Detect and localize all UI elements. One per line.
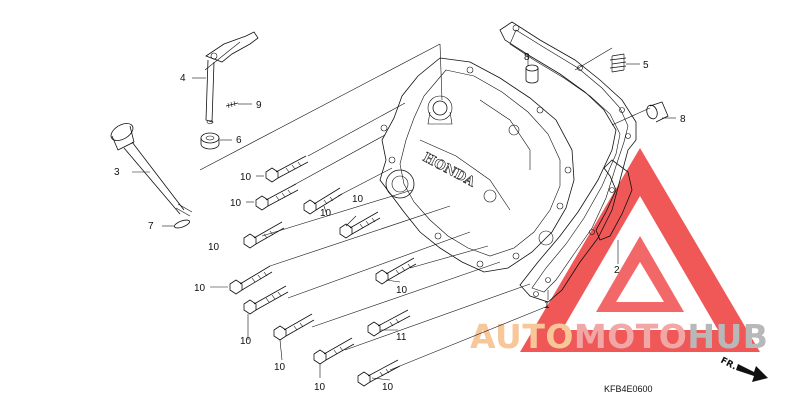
bolt-1 [265, 155, 309, 183]
callout-10-c: 10 [320, 208, 332, 219]
callout-8-right: 8 [680, 114, 686, 125]
callout-3: 3 [114, 167, 120, 178]
callout-10-i: 10 [274, 362, 286, 373]
callout-1: 1 [544, 300, 550, 311]
spring-pin-part[interactable] [225, 100, 239, 109]
spring-part[interactable] [609, 53, 627, 73]
watermark-auto: AUTO [470, 317, 574, 356]
dowel-pin-upper[interactable] [525, 64, 539, 84]
watermark-moto: MOTO [574, 317, 687, 356]
callout-leaders [132, 56, 676, 381]
callout-10-j: 10 [314, 382, 326, 393]
callout-4: 4 [180, 73, 186, 84]
callout-10-d: 10 [352, 194, 364, 205]
front-arrow-icon [736, 364, 768, 382]
oil-level-gauge-part[interactable] [108, 120, 193, 217]
bolt-6 [229, 265, 273, 295]
oil-seal-part[interactable] [200, 132, 220, 150]
bolts[interactable] [229, 155, 417, 387]
front-direction-indicator: FR. [719, 356, 768, 382]
callout-11: 11 [396, 332, 407, 343]
oil-pass-gasket-part[interactable] [595, 159, 633, 241]
callout-10-b: 10 [230, 198, 242, 209]
callout-10-e: 10 [208, 242, 220, 253]
callout-6: 6 [236, 135, 242, 146]
bolt-10 [367, 309, 411, 337]
bolt-2 [255, 183, 299, 211]
o-ring-part[interactable] [173, 218, 190, 229]
front-label: FR. [719, 356, 738, 373]
watermark-triangle-icon [520, 148, 760, 352]
bolt-5 [243, 221, 285, 249]
bolt-11 [313, 337, 355, 365]
dowel-pin-right[interactable] [645, 101, 669, 123]
callout-10-h: 10 [240, 336, 252, 347]
right-crankcase-cover[interactable]: HONDA [379, 57, 575, 273]
callout-10-k: 10 [382, 382, 394, 393]
callout-labels: 4 3 7 9 6 5 8 8 1 2 10 10 10 10 10 10 10… [114, 52, 686, 393]
callout-9: 9 [256, 100, 262, 111]
callout-10-f: 10 [194, 283, 206, 294]
svg-text:AUTOMOTOHUB: AUTOMOTOHUB [470, 317, 768, 356]
bolt-4 [339, 211, 381, 239]
bolt-9 [375, 257, 417, 285]
callout-10-a: 10 [240, 172, 252, 183]
bolt-12 [357, 359, 401, 387]
explode-lines [199, 41, 651, 371]
bolt-7 [243, 285, 289, 315]
callout-8-upper: 8 [524, 52, 530, 63]
callout-10-g: 10 [396, 285, 408, 296]
bolt-3 [303, 187, 343, 215]
watermark-logo: AUTOMOTOHUB [470, 148, 768, 356]
watermark-hub: HUB [687, 317, 768, 356]
lever-shaft-part[interactable] [205, 31, 259, 124]
callout-5: 5 [643, 60, 649, 71]
callout-2: 2 [614, 265, 620, 276]
diagram-code: KFB4E0600 [604, 384, 653, 394]
callout-7: 7 [148, 221, 154, 232]
gasket-part[interactable] [499, 21, 637, 303]
honda-emboss-text: HONDA [420, 150, 478, 190]
bolt-8 [273, 313, 315, 341]
